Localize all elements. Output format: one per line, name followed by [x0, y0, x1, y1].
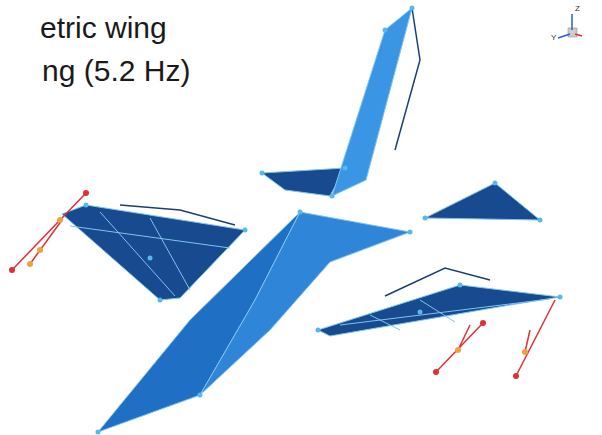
axis-label: Y — [551, 33, 556, 42]
axis-triad — [558, 14, 582, 38]
vertical-tail — [332, 8, 412, 196]
store-nodes — [27, 217, 528, 355]
store-lines — [12, 193, 555, 376]
title-fragment: ng (5.2 Hz) — [42, 53, 190, 89]
left-wing — [62, 205, 245, 300]
axis-label: Z — [575, 4, 580, 13]
left-tail — [262, 168, 345, 196]
right-wing — [318, 285, 560, 336]
right-tail — [425, 183, 540, 220]
title-fragment: etric wing — [40, 10, 167, 46]
